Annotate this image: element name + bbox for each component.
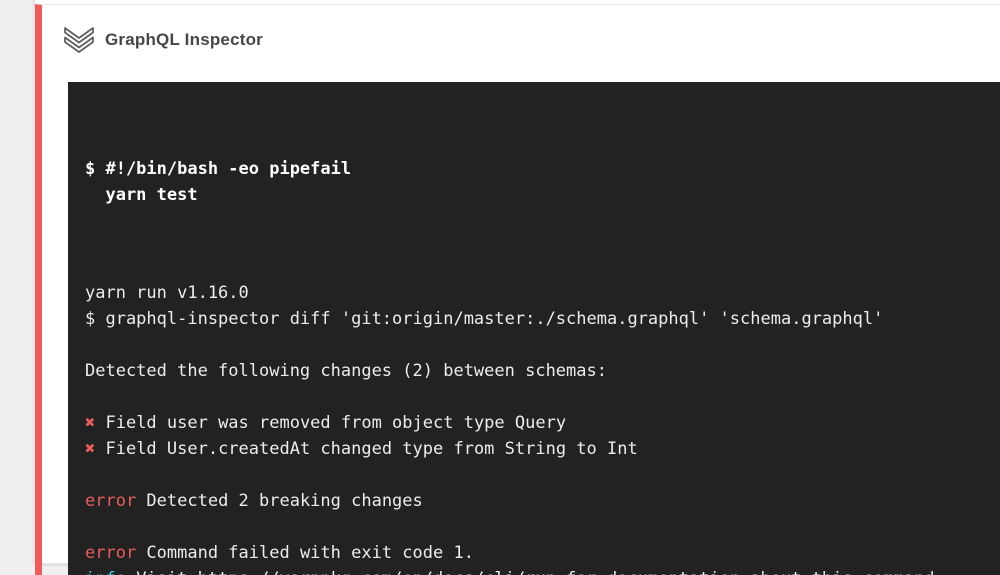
terminal-info-token: info: [85, 569, 126, 575]
step-header-toggle[interactable]: GraphQL Inspector: [63, 27, 1000, 53]
terminal-line: [85, 332, 1000, 358]
terminal-line: yarn run v1.16.0: [85, 280, 1000, 306]
terminal-command-line: $ #!/bin/bash -eo pipefail: [85, 159, 352, 179]
terminal-line: ✖ Field User.createdAt changed type from…: [85, 436, 1000, 462]
failed-step-row: GraphQL Inspector $ #!/bin/bash -eo pipe…: [35, 4, 1000, 575]
double-chevron-down-icon[interactable]: [63, 27, 95, 53]
terminal-line: [85, 462, 1000, 488]
terminal-text: Command failed with exit code 1.: [136, 543, 474, 563]
step-title: GraphQL Inspector: [105, 30, 264, 49]
terminal-text: yarn run v1.16.0: [85, 283, 249, 303]
terminal-text: Visit https://yarnpkg.com/en/docs/cli/ru…: [126, 569, 945, 575]
terminal-log-block: yarn run v1.16.0 $ graphql-inspector diff…: [85, 280, 1000, 575]
terminal-text: Detected the following changes (2) betwe…: [85, 361, 607, 381]
terminal-command-line: yarn test: [85, 185, 198, 205]
terminal-line: $ graphql-inspector diff 'git:origin/mas…: [85, 306, 1000, 332]
terminal-command-block: $ #!/bin/bash -eo pipefail yarn test: [85, 156, 1000, 208]
terminal-line: error Command failed with exit code 1.: [85, 540, 1000, 566]
terminal-line: error Detected 2 breaking changes: [85, 488, 1000, 514]
terminal-text: Field user was removed from object type …: [95, 413, 567, 433]
terminal-text: Field User.createdAt changed type from S…: [95, 439, 638, 459]
terminal-line: ✖ Field user was removed from object typ…: [85, 410, 1000, 436]
terminal-text: $ graphql-inspector diff 'git:origin/mas…: [85, 309, 884, 329]
terminal-text: Detected 2 breaking changes: [136, 491, 423, 511]
terminal-err-token: ✖: [85, 413, 96, 433]
terminal-line: info Visit https://yarnpkg.com/en/docs/c…: [85, 566, 1000, 575]
terminal-output: $ #!/bin/bash -eo pipefail yarn test yar…: [68, 82, 1000, 575]
build-step-card: GraphQL Inspector $ #!/bin/bash -eo pipe…: [34, 0, 1000, 575]
terminal-line: [85, 384, 1000, 410]
terminal-err-token: error: [85, 491, 137, 511]
terminal-line: [85, 514, 1000, 540]
terminal-line: Detected the following changes (2) betwe…: [85, 358, 1000, 384]
terminal-err-token: ✖: [85, 439, 96, 459]
terminal-err-token: error: [85, 543, 137, 563]
